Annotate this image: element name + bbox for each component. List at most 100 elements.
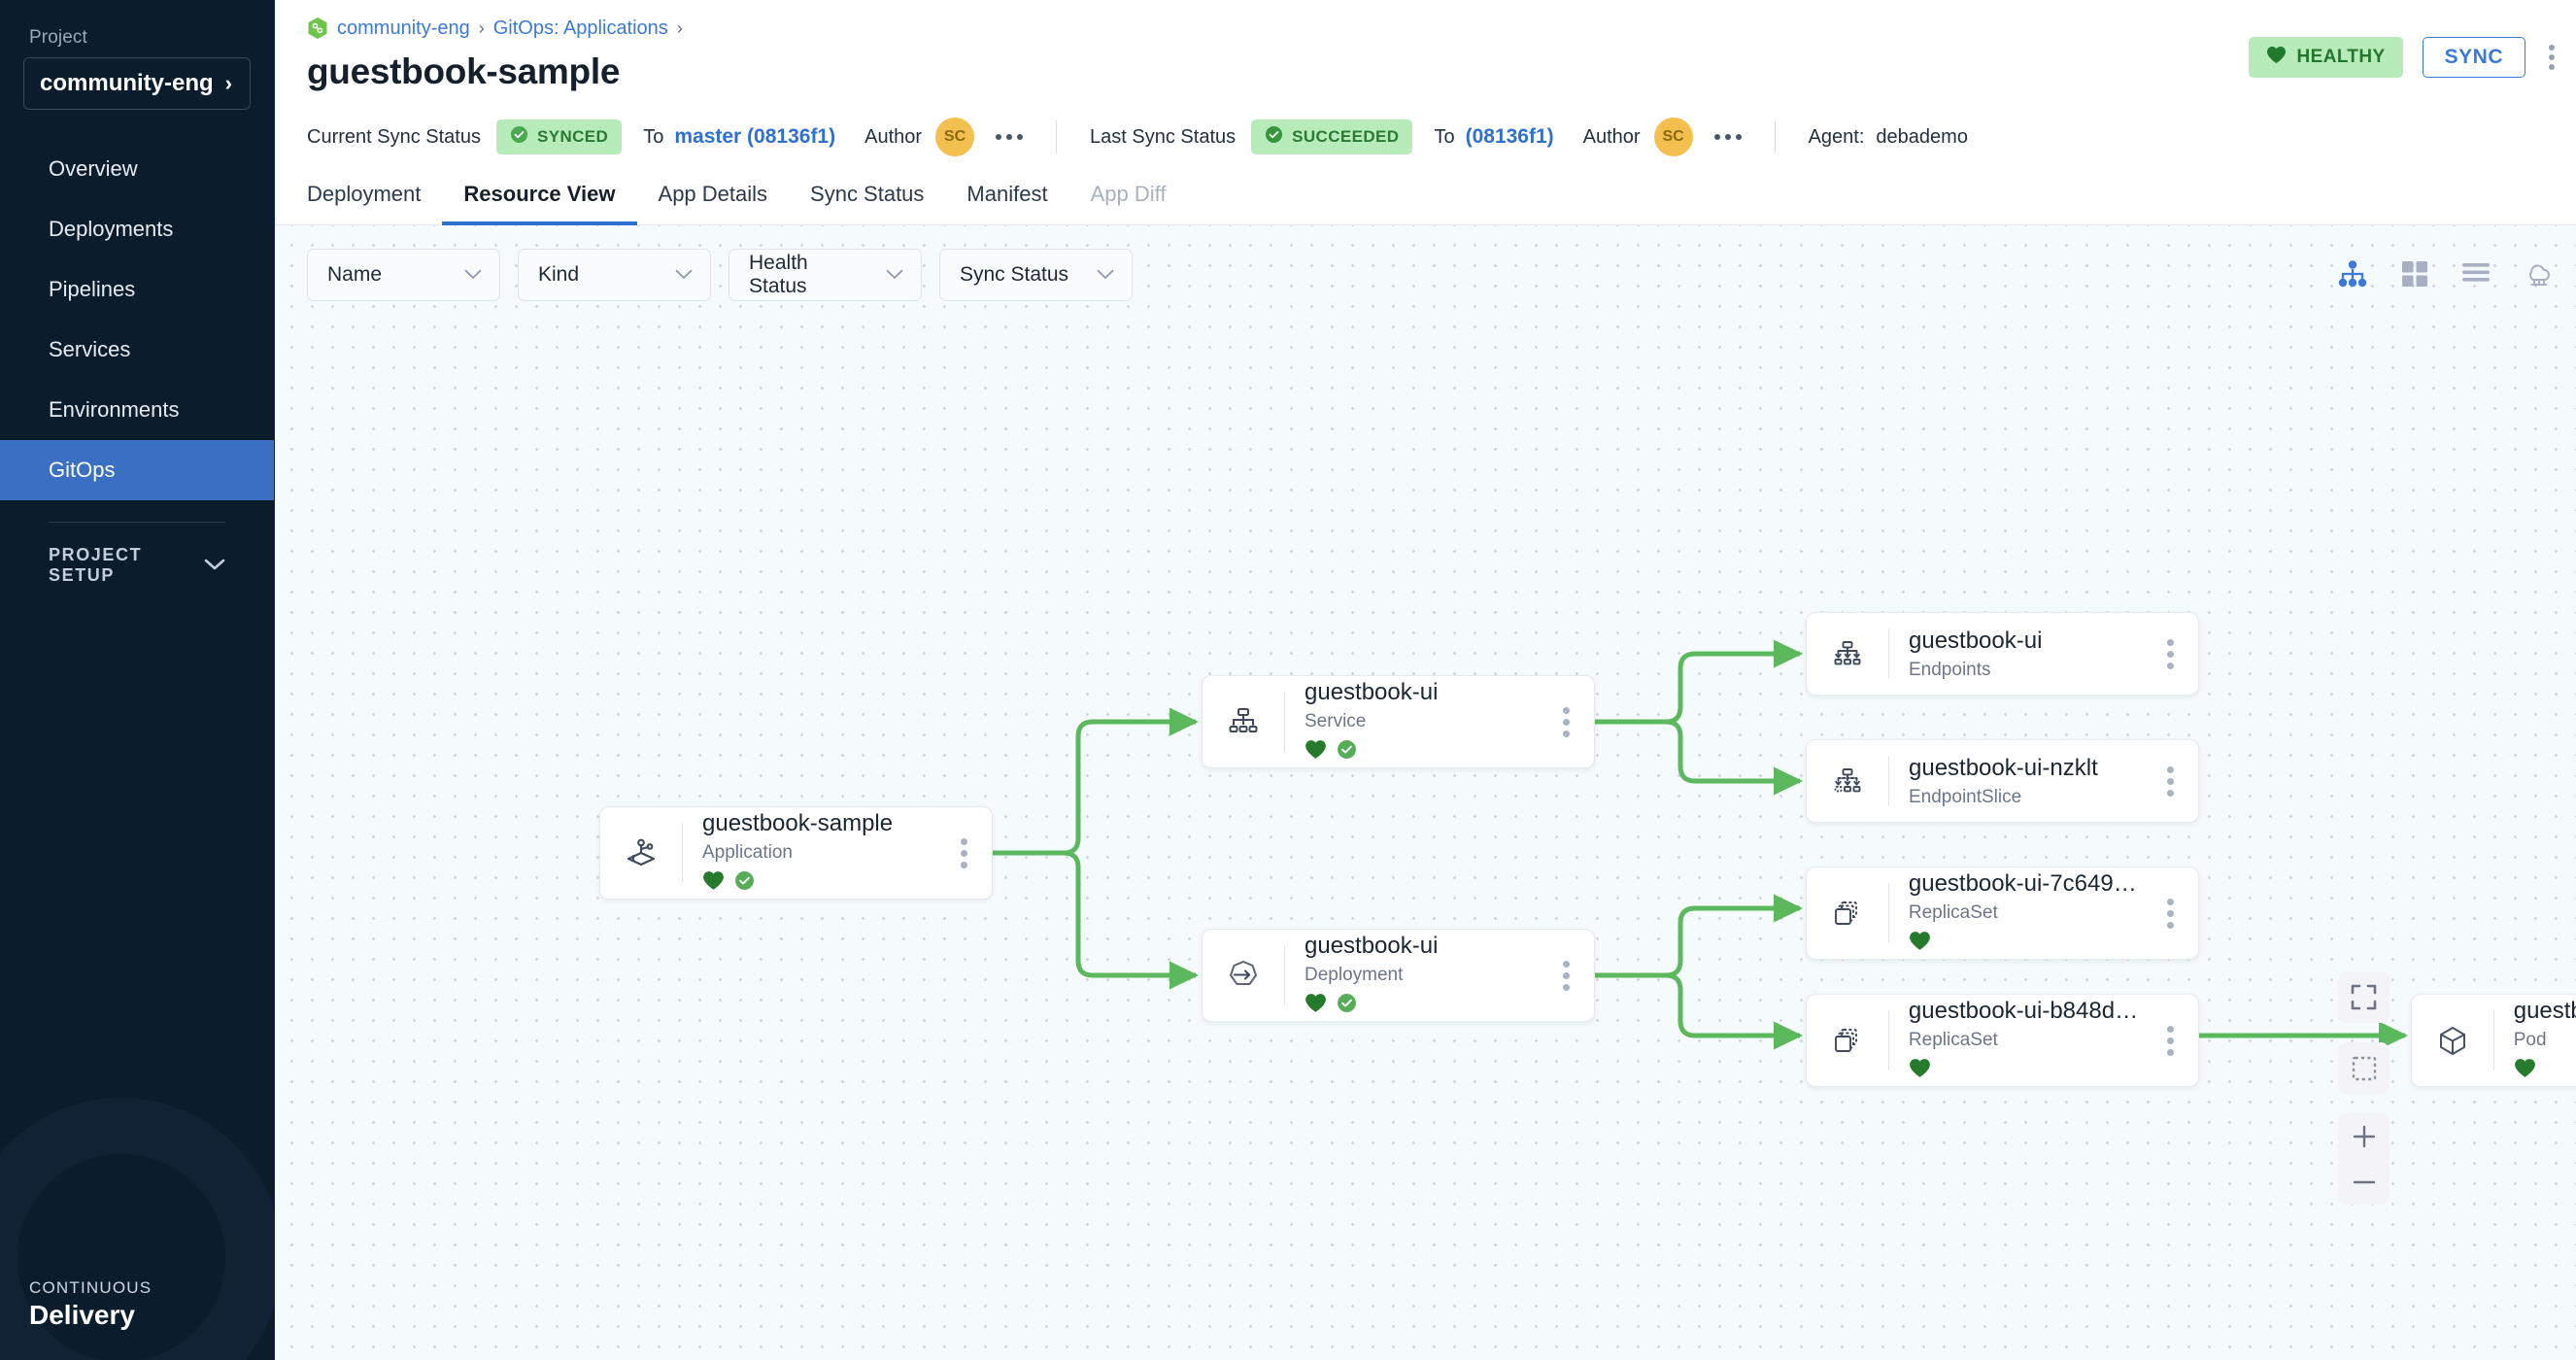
health-badge-label: HEALTHY <box>2296 47 2386 67</box>
chevron-down-icon <box>464 265 482 285</box>
sidebar-item-services[interactable]: Services <box>0 320 274 380</box>
grid-view-icon[interactable] <box>2401 260 2428 288</box>
heart-icon <box>2266 46 2287 70</box>
harness-logo-icon <box>307 17 328 40</box>
sidebar-item-overview[interactable]: Overview <box>0 139 274 199</box>
filter-sync-status-label: Sync Status <box>960 263 1069 286</box>
tab-resource-view[interactable]: Resource View <box>442 166 637 225</box>
resource-graph-canvas[interactable]: Name Kind Health Status <box>275 225 2576 1360</box>
graph-node-service[interactable]: guestbook-ui Service <box>1202 675 1595 768</box>
filter-kind[interactable]: Kind <box>518 249 711 301</box>
current-sync-to-label: To <box>643 125 664 148</box>
sidebar-nav: Overview Deployments Pipelines Services … <box>0 139 274 500</box>
chevron-down-icon <box>1097 265 1114 285</box>
select-area-button[interactable] <box>2338 1042 2390 1094</box>
avatar[interactable]: SC <box>935 118 975 156</box>
zoom-in-out-group <box>2338 1113 2390 1205</box>
filter-health-status[interactable]: Health Status <box>729 249 922 301</box>
graph-node-endpoints[interactable]: guestbook-ui Endpoints <box>1806 612 2199 696</box>
breadcrumb: community-eng › GitOps: Applications › <box>307 14 2551 43</box>
graph-node-replicaset-1[interactable]: guestbook-ui-7c64987dc9 ReplicaSet <box>1806 867 2199 960</box>
agent-value: debademo <box>1876 125 1968 148</box>
tree-view-icon[interactable] <box>2337 260 2368 288</box>
tab-deployment[interactable]: Deployment <box>307 181 422 206</box>
sidebar-item-label: Services <box>49 337 131 361</box>
node-divider <box>1888 756 1889 806</box>
breadcrumb-separator: › <box>478 17 485 38</box>
agent-label: Agent: <box>1808 125 1865 148</box>
current-sync-revision[interactable]: master (08136f1) <box>674 125 836 148</box>
tab-app-details[interactable]: App Details <box>658 181 768 206</box>
node-kind: Pod <box>2513 1030 2547 1050</box>
current-sync-author-label: Author <box>864 125 923 148</box>
healthy-heart-icon <box>1305 993 1327 1018</box>
chevron-right-icon: › <box>224 71 232 95</box>
view-mode-switcher <box>2337 260 2555 288</box>
node-divider <box>1284 692 1285 752</box>
edge-deployment-to-replicaset1 <box>1595 894 1803 978</box>
node-menu-button[interactable] <box>2142 1025 2198 1056</box>
node-divider <box>1888 883 1889 943</box>
status-badge-healthy: HEALTHY <box>2248 37 2403 78</box>
sidebar-item-deployments[interactable]: Deployments <box>0 199 274 259</box>
sidebar-item-environments[interactable]: Environments <box>0 380 274 440</box>
sync-button[interactable]: SYNC <box>2422 37 2525 78</box>
node-kind: Deployment <box>1305 965 1404 985</box>
synced-check-icon <box>734 870 755 896</box>
node-menu-button[interactable] <box>935 837 992 868</box>
node-body: guestbook-ui-b848d5d9... Pod <box>2494 998 2576 1083</box>
node-kind: Endpoints <box>1909 659 1991 680</box>
breadcrumb-item-applications[interactable]: GitOps: Applications <box>492 17 668 39</box>
filter-name[interactable]: Name <box>307 249 500 301</box>
fit-screen-button[interactable] <box>2338 971 2390 1023</box>
graph-node-replicaset-2[interactable]: guestbook-ui-b848d5d9d ReplicaSet <box>1806 994 2199 1087</box>
sidebar-item-pipelines[interactable]: Pipelines <box>0 259 274 320</box>
node-badges <box>702 870 935 896</box>
last-sync-revision[interactable]: (08136f1) <box>1465 125 1554 148</box>
sidebar-divider <box>49 522 225 523</box>
sidebar-item-label: Environments <box>49 397 180 422</box>
node-menu-button[interactable] <box>2142 765 2198 797</box>
graph-node-pod[interactable]: guestbook-ui-b848d5d9... Pod <box>2411 994 2576 1087</box>
current-sync-more-icon[interactable] <box>996 134 1024 140</box>
project-selector[interactable]: community-eng › <box>23 57 251 110</box>
node-name: guestbook-ui-b848d5d9d <box>1908 998 2142 1024</box>
avatar[interactable]: SC <box>1653 118 1693 156</box>
check-circle-icon <box>510 125 528 149</box>
pod-icon <box>2412 1020 2493 1061</box>
node-badges <box>1305 993 1538 1018</box>
node-menu-button[interactable] <box>1538 706 1594 737</box>
node-menu-button[interactable] <box>2142 638 2198 669</box>
zoom-controls <box>2338 971 2390 1205</box>
current-sync-status-value: SYNCED <box>536 127 609 146</box>
more-options-button[interactable] <box>2545 41 2559 74</box>
tab-manifest[interactable]: Manifest <box>966 181 1048 206</box>
graph-node-application[interactable]: guestbook-sample Application <box>599 806 993 900</box>
graph-node-deployment[interactable]: guestbook-ui Deployment <box>1202 929 1595 1022</box>
node-name: guestbook-ui <box>1305 679 1439 705</box>
last-sync-status-value: SUCCEEDED <box>1292 127 1400 146</box>
list-view-icon[interactable] <box>2461 261 2491 287</box>
network-view-icon[interactable] <box>2524 260 2555 288</box>
last-sync-to-label: To <box>1434 125 1455 148</box>
sidebar-item-gitops[interactable]: GitOps <box>0 440 274 500</box>
breadcrumb-item-project[interactable]: community-eng <box>337 17 470 39</box>
project-selector-value: community-eng <box>40 70 214 96</box>
brand-logo: CONTINUOUS Delivery <box>29 1278 152 1331</box>
current-sync-status-label: Current Sync Status <box>307 125 481 148</box>
node-menu-button[interactable] <box>1538 960 1594 991</box>
tab-sync-status[interactable]: Sync Status <box>810 181 925 206</box>
filter-name-label: Name <box>327 263 383 286</box>
node-body: guestbook-sample Application <box>683 810 935 896</box>
last-sync-more-icon[interactable] <box>1713 134 1742 140</box>
graph-node-endpointslice[interactable]: guestbook-ui-nzklt EndpointSlice <box>1806 739 2199 823</box>
edge-deployment-to-replicaset2 <box>1595 972 1803 1050</box>
node-divider <box>682 823 683 883</box>
node-kind: ReplicaSet <box>1908 902 1998 923</box>
zoom-in-button[interactable] <box>2338 1113 2390 1159</box>
node-menu-button[interactable] <box>2142 898 2198 929</box>
sidebar-project-setup[interactable]: PROJECT SETUP <box>0 544 274 587</box>
zoom-out-button[interactable] <box>2338 1159 2390 1205</box>
node-body: guestbook-ui-7c64987dc9 ReplicaSet <box>1889 870 2142 956</box>
filter-sync-status[interactable]: Sync Status <box>939 249 1133 301</box>
